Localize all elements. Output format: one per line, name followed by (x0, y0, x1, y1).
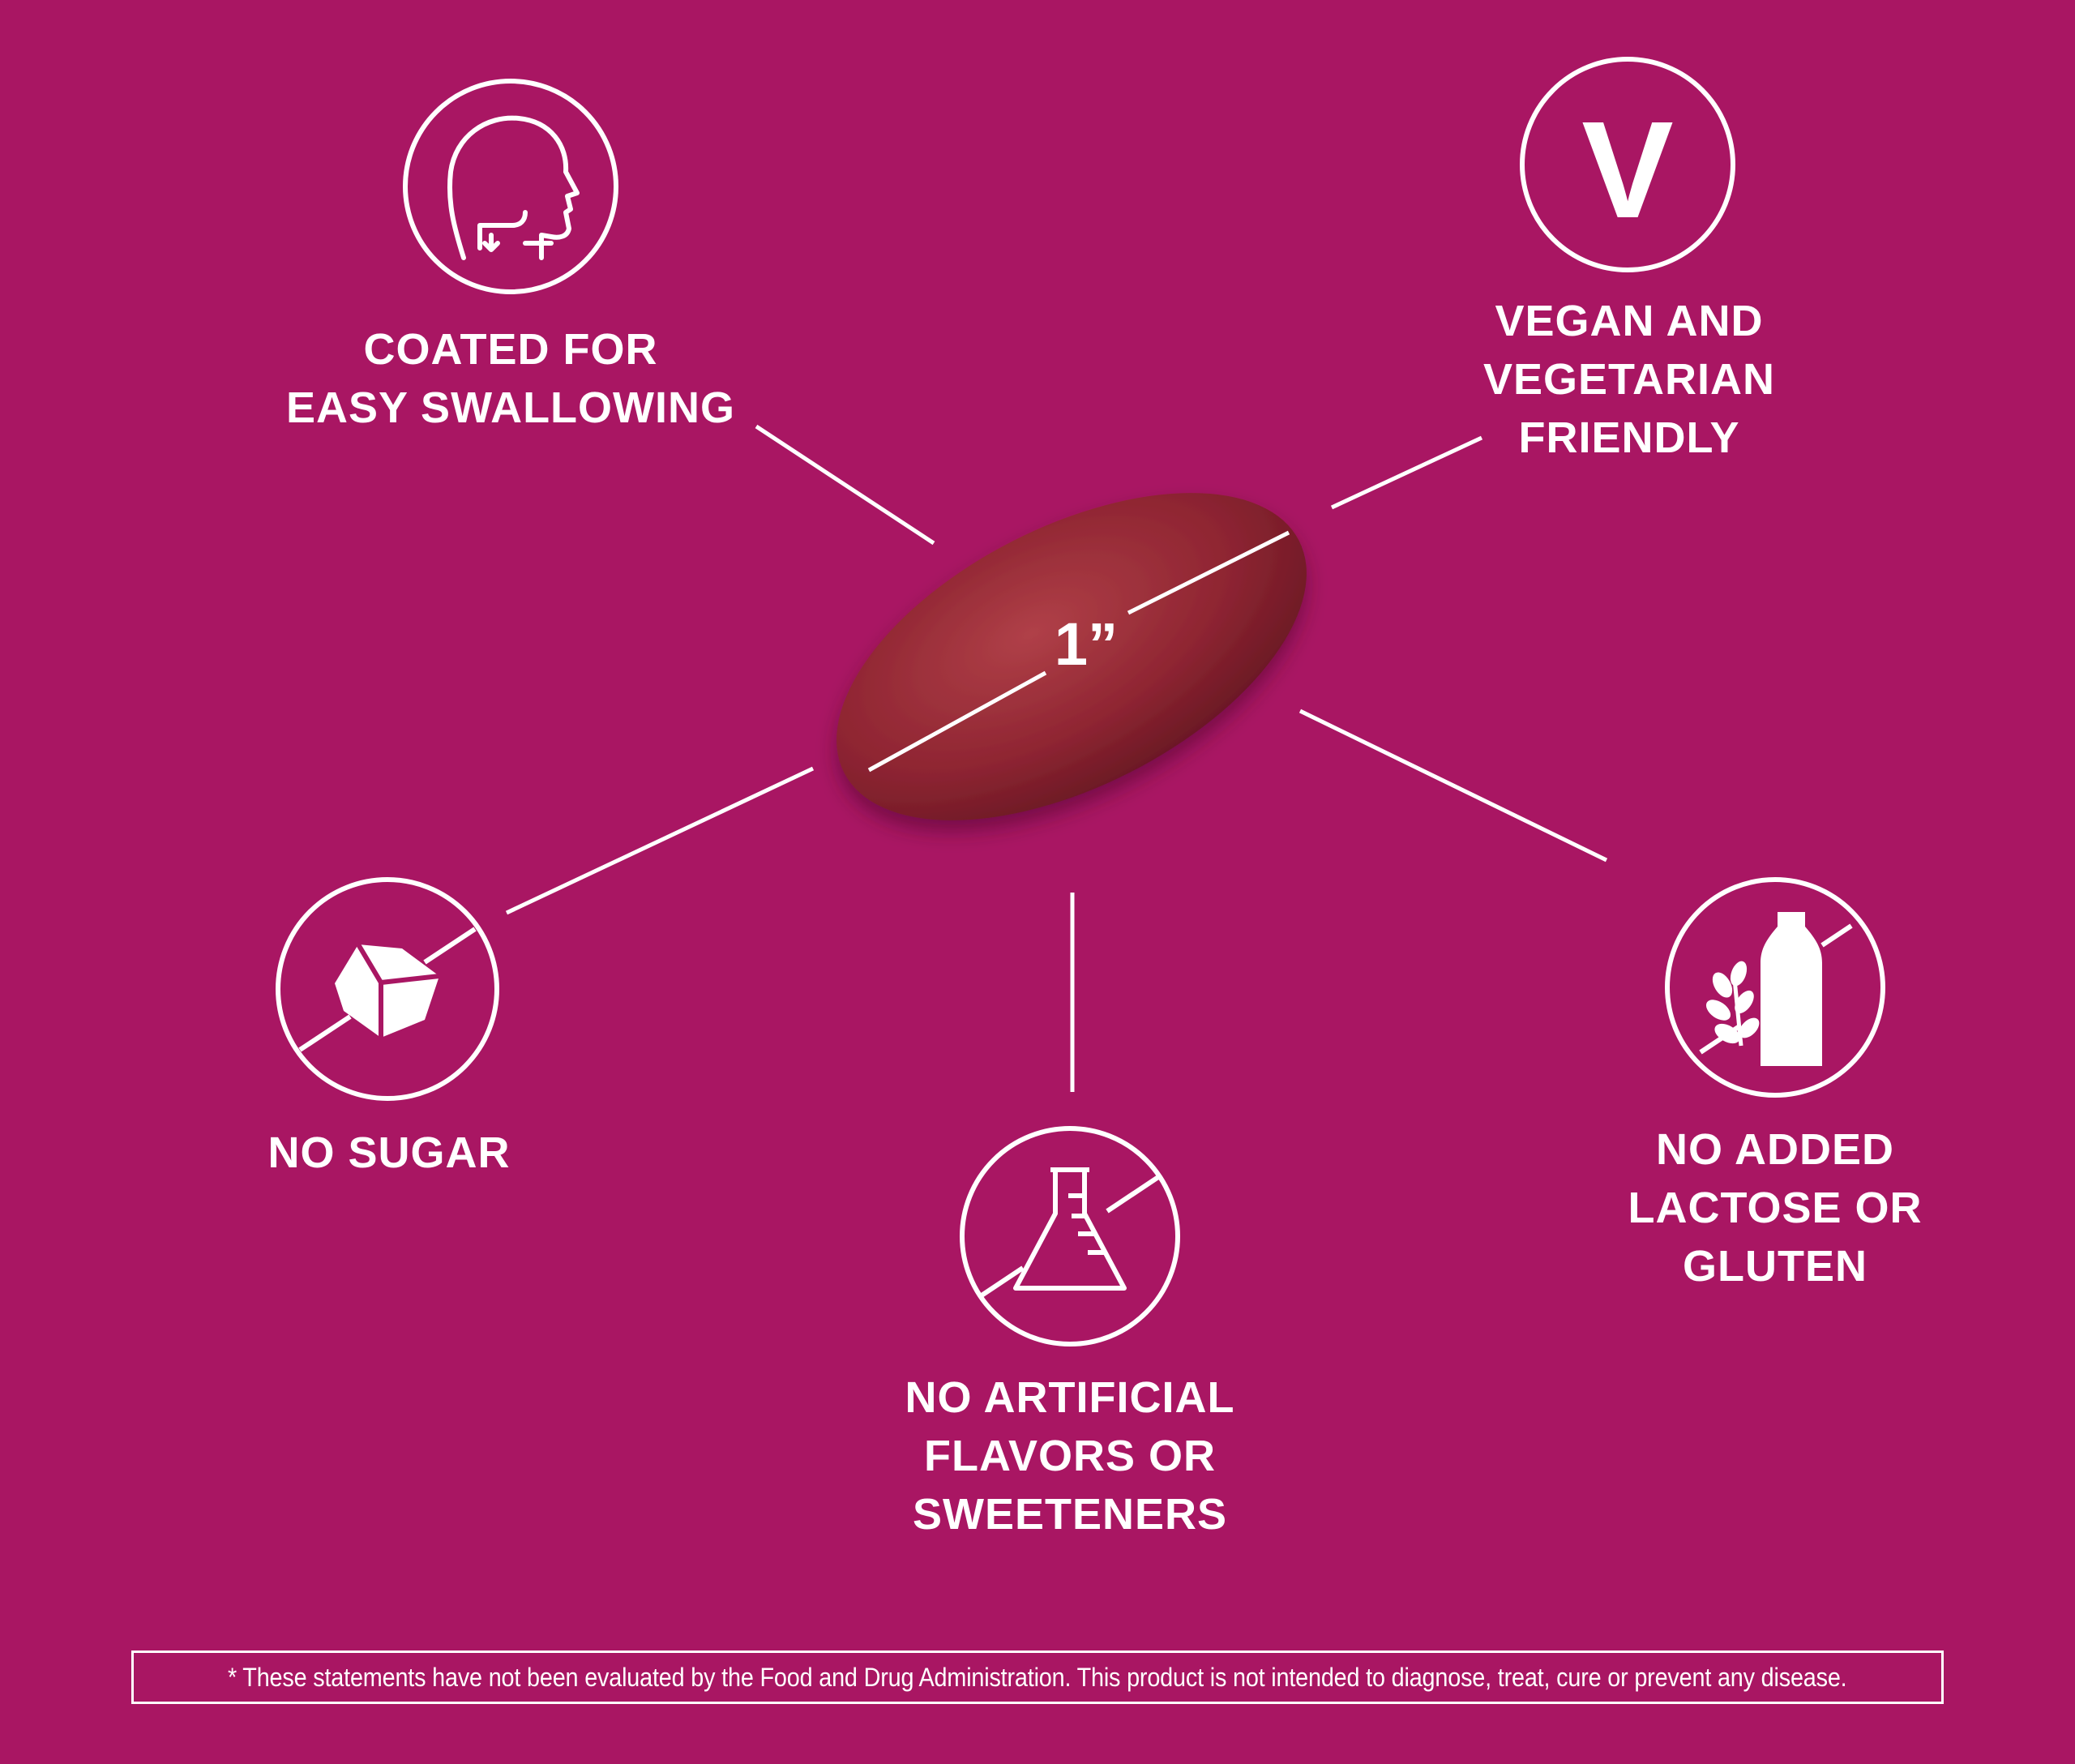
connector-line-lactose (1298, 709, 1608, 863)
no-milk-gluten-icon (1665, 877, 1885, 1098)
connector-line-vegan (1330, 435, 1483, 510)
connector-line-swallow (755, 424, 935, 546)
pill-size-label: 1” (1055, 610, 1118, 678)
no-sugar-cube-icon (276, 877, 499, 1101)
no-flask-icon (960, 1126, 1180, 1347)
connector-line-sugar (505, 766, 815, 915)
feature-label-lactose: NO ADDED LACTOSE OR GLUTEN (1628, 1125, 1923, 1291)
svg-text:V: V (1581, 93, 1673, 247)
connector-lines (505, 424, 1608, 1092)
head-swallow-icon (403, 79, 618, 294)
feature-label-vegan: VEGAN AND VEGETARIAN FRIENDLY (1482, 297, 1776, 462)
fda-disclaimer-box: * These statements have not been evaluat… (131, 1651, 1944, 1704)
feature-label-artificial: NO ARTIFICIAL FLAVORS OR SWEETENERS (905, 1373, 1235, 1539)
vegan-v-icon: V (1520, 57, 1735, 272)
pill-image (836, 493, 1307, 820)
feature-label-swallow: COATED FOR EASY SWALLOWING (285, 325, 736, 432)
fda-disclaimer-text: * These statements have not been evaluat… (228, 1662, 1847, 1692)
feature-label-sugar: NO SUGAR (267, 1128, 511, 1177)
pill-measure-line (867, 530, 1290, 773)
